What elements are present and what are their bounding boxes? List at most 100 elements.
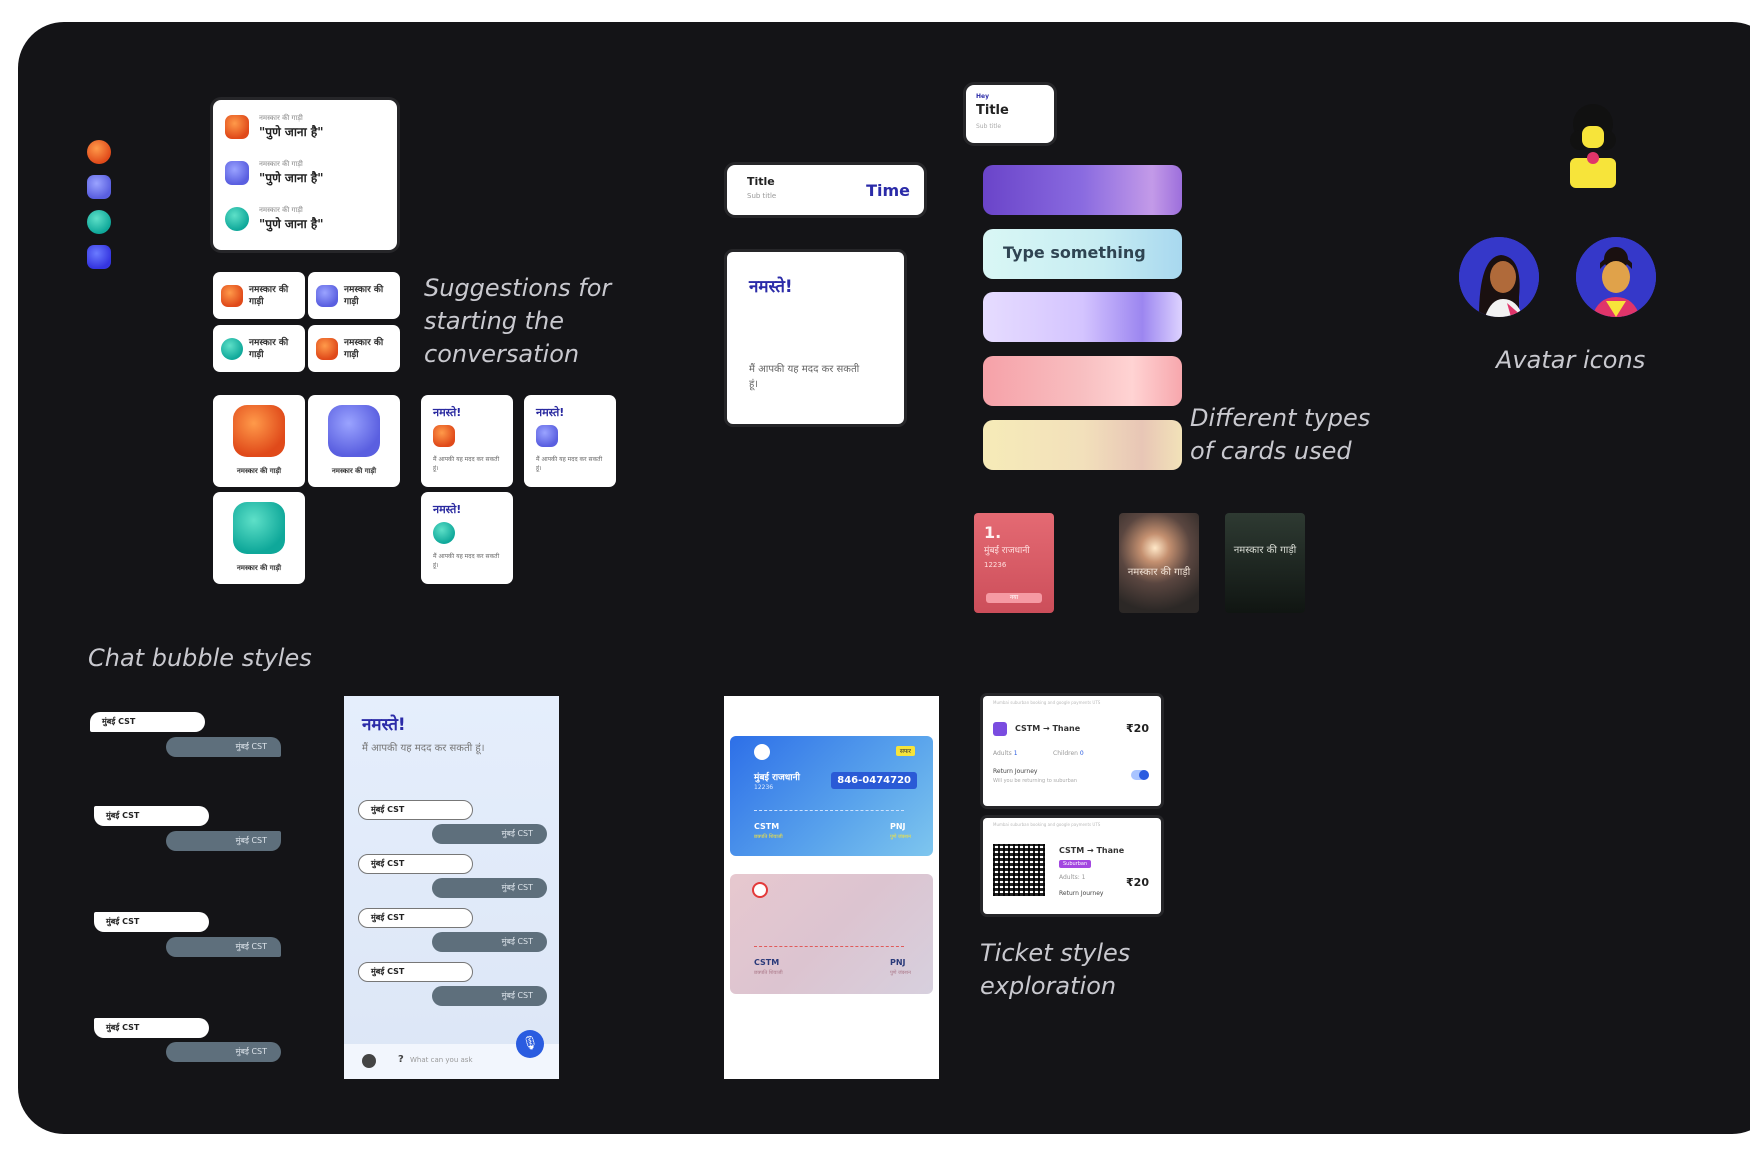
route-line (754, 810, 904, 811)
mini-card-title: नमस्ते! (433, 406, 462, 419)
chat-screen: नमस्ते! मैं आपकी यह मदद कर सकती हूं। मुं… (344, 696, 559, 1079)
ticket-route: CSTM → Thane (1059, 846, 1125, 855)
avatar-woman-1 (1459, 237, 1539, 317)
ticket-from: CSTM (754, 822, 780, 831)
chat-bubble-outgoing: मुंबई CST (166, 937, 281, 957)
cards-caption: Different types of cards used (1190, 404, 1371, 465)
greeting-mini-card[interactable]: नमस्ते! मैं आपकी यह मदद कर सकती हूं। (524, 395, 616, 487)
chip-label: नमस्कार की गाड़ी (344, 284, 384, 307)
bubble-text: मुंबई CST (235, 836, 267, 845)
suggestion-tile[interactable]: नमस्कार की गाड़ी (213, 492, 305, 584)
chat-bubble-incoming: मुंबई CST (94, 1018, 209, 1038)
small-title-card: Hey Title Sub title (966, 85, 1054, 143)
map-pin-icon (316, 337, 338, 360)
story-card-image[interactable]: नमस्कार की गाड़ी (1119, 513, 1199, 613)
ticket-tag: सफर (895, 746, 915, 756)
ticket-from: CSTM (754, 958, 780, 967)
uts-icon (993, 722, 1007, 736)
mini-card-title: नमस्ते! (536, 406, 565, 419)
chat-icon (87, 245, 111, 269)
microphone-icon[interactable]: 🎙 (516, 1030, 544, 1058)
greeting-mini-card[interactable]: नमस्ते! मैं आपकी यह मदद कर सकती हूं। (421, 395, 513, 487)
ticket-train-no: 12236 (754, 784, 774, 791)
ticket-price: ₹20 (1126, 722, 1149, 735)
suggestion-main-text: "पुणे जाना है" (259, 217, 324, 231)
return-journey-label: Return Journey (1059, 890, 1104, 897)
bubble-text: मुंबई CST (106, 811, 140, 820)
globe-icon (433, 522, 455, 544)
ticket-header: Mumbai suburban booking and google payme… (993, 700, 1101, 705)
route-line (754, 946, 904, 947)
bubble-text: मुंबई CST (102, 717, 136, 726)
bubble-text: मुंबई CST (235, 1047, 267, 1056)
input-card[interactable]: Type something (983, 229, 1182, 279)
return-journey-label: Return Journey (993, 768, 1038, 775)
children-count[interactable]: 0 (1079, 750, 1084, 757)
mini-card-text: मैं आपकी यह मदद कर सकती हूं। (536, 456, 603, 472)
adults-label: Adults (993, 750, 1012, 757)
chat-bubble-incoming: मुंबई CST (358, 800, 473, 820)
globe-icon (225, 207, 249, 231)
ticket-pink[interactable]: CSTM छत्रपति शिवाजी PNJ पुणे जंक्शन (730, 874, 933, 994)
suggestion-tile[interactable]: नमस्कार की गाड़ी (308, 395, 400, 487)
bubble-text: मुंबई CST (235, 942, 267, 951)
ticket-from-sub: छत्रपति शिवाजी (754, 834, 783, 840)
map-pin-icon (225, 115, 249, 139)
train-icon (536, 425, 558, 447)
story-sub: 12236 (984, 561, 1007, 569)
suggestion-small-text: नमस्कार की गाड़ी (259, 160, 303, 168)
bubble-text: मुंबई CST (106, 917, 140, 926)
chat-bubble-outgoing: मुंबई CST (166, 737, 281, 757)
suggestion-chip[interactable]: नमस्कार की गाड़ी (213, 325, 305, 372)
story-card-dark[interactable]: नमस्कार की गाड़ी (1225, 513, 1305, 613)
return-journey-sub: Will you be returning to suburban (993, 778, 1078, 784)
ticket-header: Mumbai suburban booking and google payme… (993, 822, 1101, 827)
suggestion-chip[interactable]: नमस्कार की गाड़ी (308, 272, 400, 319)
adults-count[interactable]: 1 (1013, 750, 1018, 757)
chat-bubble-outgoing: मुंबई CST (432, 824, 547, 844)
ticket-white-2[interactable]: Mumbai suburban booking and google payme… (983, 818, 1161, 914)
mini-card-title: नमस्ते! (433, 503, 462, 516)
suggestion-tile[interactable]: नमस्कार की गाड़ी (213, 395, 305, 487)
globe-icon (87, 210, 111, 234)
ticket-white-1[interactable]: Mumbai suburban booking and google payme… (983, 696, 1161, 806)
ticket-blue[interactable]: सफर मुंबई राजधानी 12236 846-0474720 CSTM… (730, 736, 933, 856)
chat-bubble-outgoing: मुंबई CST (432, 932, 547, 952)
suggestion-small-text: नमस्कार की गाड़ी (259, 114, 303, 122)
ticket-train: मुंबई राजधानी (754, 773, 800, 783)
card-subtitle: Sub title (747, 192, 777, 200)
gradient-card-pink (983, 356, 1182, 406)
return-toggle[interactable] (1131, 770, 1149, 780)
suggestion-list-card: नमस्कार की गाड़ी "पुणे जाना है" नमस्कार … (213, 100, 397, 250)
greeting-text: मैं आपकी यह मदद कर सकती हूं। (749, 364, 860, 390)
suggestion-item[interactable]: नमस्कार की गाड़ी "पुणे जाना है" (225, 206, 324, 232)
bubble-text: मुंबई CST (106, 1023, 140, 1032)
train-icon (316, 284, 338, 307)
story-text: नमस्कार की गाड़ी (1127, 567, 1191, 578)
rail-logo-icon (754, 744, 770, 760)
card-subtitle: Sub title (976, 123, 1002, 130)
suggestion-chip[interactable]: नमस्कार की गाड़ी (308, 325, 400, 372)
suggestion-small-text: नमस्कार की गाड़ी (259, 206, 303, 214)
chat-input-placeholder: What can you ask (410, 1056, 473, 1064)
help-icon: ? (398, 1054, 404, 1065)
suggestion-main-text: "पुणे जाना है" (259, 125, 324, 139)
story-card-numbered[interactable]: 1. मुंबई राजधानी 12236 नया (974, 513, 1054, 613)
greeting-mini-card[interactable]: नमस्ते! मैं आपकी यह मदद कर सकती हूं। (421, 492, 513, 584)
ticket-to: PNJ (890, 822, 906, 831)
tickets-screen: सफर मुंबई राजधानी 12236 846-0474720 CSTM… (724, 696, 939, 1079)
assistant-icon (362, 1054, 376, 1068)
avatars-caption: Avatar icons (1496, 346, 1646, 374)
suggestion-item[interactable]: नमस्कार की गाड़ी "पुणे जाना है" (225, 114, 324, 140)
mini-card-text: मैं आपकी यह मदद कर सकती हूं। (433, 456, 500, 472)
avatar-woman-2 (1576, 237, 1656, 317)
bubble-text: मुंबई CST (501, 883, 533, 892)
tile-label: नमस्कार की गाड़ी (236, 467, 282, 475)
chat-bubble-incoming: मुंबई CST (358, 908, 473, 928)
suggestion-chip[interactable]: नमस्कार की गाड़ी (213, 272, 305, 319)
suggestion-item[interactable]: नमस्कार की गाड़ी "पुणे जाना है" (225, 160, 324, 186)
tile-label: नमस्कार की गाड़ी (236, 564, 282, 572)
chat-bubble-outgoing: मुंबई CST (432, 878, 547, 898)
qr-code-icon (993, 844, 1045, 896)
design-board: नमस्कार की गाड़ी "पुणे जाना है" नमस्कार … (18, 22, 1750, 1134)
